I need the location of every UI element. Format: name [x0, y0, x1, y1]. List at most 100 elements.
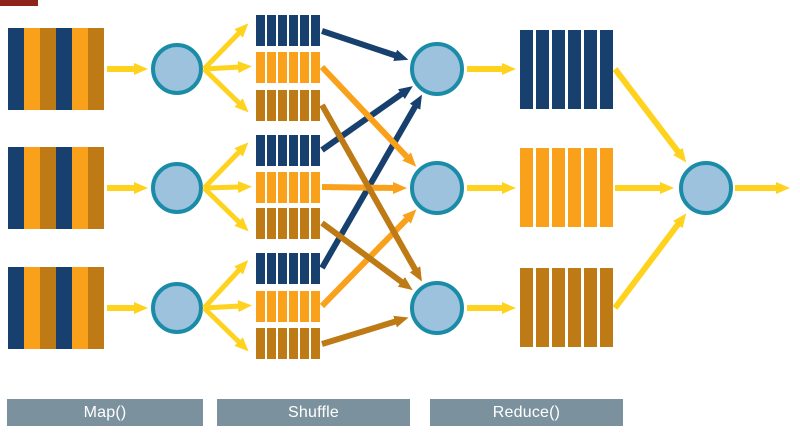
- arrow-map3-partition-navy: [202, 260, 249, 310]
- stripe-ochre: [267, 208, 276, 239]
- arrow-map3-partition-orange: [203, 300, 252, 313]
- stripe-ochre: [568, 268, 581, 347]
- stripe-ochre: [40, 28, 56, 110]
- reduce-task-node-2: [410, 161, 464, 215]
- stripe-orange: [300, 291, 309, 322]
- stripe-navy: [8, 147, 24, 229]
- arrow-map2-partition-orange: [203, 181, 252, 194]
- arrow-shuffle-m1-reduce1: [321, 28, 409, 62]
- map-task-node-3: [151, 282, 203, 334]
- stripe-orange: [584, 148, 597, 227]
- stripe-navy: [536, 30, 549, 109]
- stripe-orange: [267, 52, 276, 83]
- stripe-navy: [256, 253, 265, 284]
- stripe-ochre: [300, 208, 309, 239]
- stripe-navy: [584, 30, 597, 109]
- stripe-navy: [56, 28, 72, 110]
- stripe-ochre: [300, 90, 309, 121]
- stripe-ochre: [600, 268, 613, 347]
- phase-label-reduce-text: Reduce(): [492, 403, 561, 421]
- stripe-orange: [289, 172, 298, 203]
- stripe-navy: [568, 30, 581, 109]
- stripe-navy: [256, 15, 265, 46]
- stripe-orange: [289, 52, 298, 83]
- stripe-navy: [278, 253, 287, 284]
- stripe-navy: [289, 135, 298, 166]
- arrow-map2-partition-ochre: [202, 186, 249, 232]
- stripe-navy: [289, 253, 298, 284]
- stripe-ochre: [88, 28, 104, 110]
- arrow-shuffle-m3-reduce2: [319, 209, 417, 309]
- output-block-orange: [520, 148, 613, 227]
- stripe-orange: [24, 267, 40, 349]
- stripe-orange: [520, 148, 533, 227]
- partition-m1-navy: [256, 15, 320, 46]
- partition-m3-orange: [256, 291, 320, 322]
- stripe-ochre: [584, 268, 597, 347]
- stripe-orange: [256, 291, 265, 322]
- partition-m2-orange: [256, 172, 320, 203]
- arrow-map3-partition-ochre: [202, 306, 249, 352]
- stripe-ochre: [88, 147, 104, 229]
- arrow-shuffle-m1-reduce3: [319, 103, 422, 282]
- partition-m1-ochre: [256, 90, 320, 121]
- stripe-navy: [300, 253, 309, 284]
- phase-label-shuffle: Shuffle: [217, 399, 410, 426]
- stripe-ochre: [40, 147, 56, 229]
- stripe-orange: [72, 28, 88, 110]
- stripe-orange: [289, 291, 298, 322]
- stripe-orange: [300, 52, 309, 83]
- stripe-orange: [72, 147, 88, 229]
- stripe-ochre: [520, 268, 533, 347]
- stripe-ochre: [289, 208, 298, 239]
- stripe-navy: [311, 253, 320, 284]
- stripe-orange: [256, 172, 265, 203]
- input-split-3: [8, 267, 104, 349]
- stripe-orange: [267, 172, 276, 203]
- stripe-ochre: [311, 208, 320, 239]
- stripe-orange: [72, 267, 88, 349]
- stripe-ochre: [267, 328, 276, 359]
- stripe-navy: [267, 135, 276, 166]
- arrow-map1-partition-navy: [202, 23, 249, 71]
- stripe-navy: [278, 15, 287, 46]
- stripe-navy: [8, 267, 24, 349]
- stripe-ochre: [300, 328, 309, 359]
- stripe-orange: [24, 28, 40, 110]
- stripe-navy: [311, 15, 320, 46]
- arrow-shuffle-m3-reduce1: [319, 94, 422, 270]
- cropped-header-fragment: [0, 0, 38, 6]
- output-block-navy: [520, 30, 613, 109]
- stripe-orange: [536, 148, 549, 227]
- stripe-ochre: [256, 90, 265, 121]
- stripe-navy: [552, 30, 565, 109]
- stripe-ochre: [552, 268, 565, 347]
- arrow-shuffle-m1-reduce2: [319, 64, 417, 167]
- stripe-orange: [278, 52, 287, 83]
- stripe-navy: [267, 15, 276, 46]
- stripe-navy: [289, 15, 298, 46]
- input-split-2: [8, 147, 104, 229]
- phase-label-map: Map(): [7, 399, 203, 426]
- arrow-shuffle-m2-reduce1: [320, 86, 413, 153]
- phase-label-shuffle-text: Shuffle: [288, 403, 339, 421]
- arrow-map1-partition-orange: [203, 61, 252, 74]
- stripe-navy: [600, 30, 613, 109]
- partition-m3-ochre: [256, 328, 320, 359]
- stripe-ochre: [278, 90, 287, 121]
- stripe-orange: [568, 148, 581, 227]
- stripe-orange: [552, 148, 565, 227]
- stripe-navy: [8, 28, 24, 110]
- stripe-ochre: [256, 208, 265, 239]
- stripe-orange: [278, 291, 287, 322]
- stripe-navy: [311, 135, 320, 166]
- stripe-ochre: [278, 328, 287, 359]
- arrow-shuffle-m2-reduce2: [321, 181, 407, 194]
- input-split-1: [8, 28, 104, 110]
- map-task-node-1: [151, 43, 203, 95]
- stripe-ochre: [278, 208, 287, 239]
- stripe-ochre: [289, 90, 298, 121]
- stripe-orange: [311, 291, 320, 322]
- stripe-orange: [300, 172, 309, 203]
